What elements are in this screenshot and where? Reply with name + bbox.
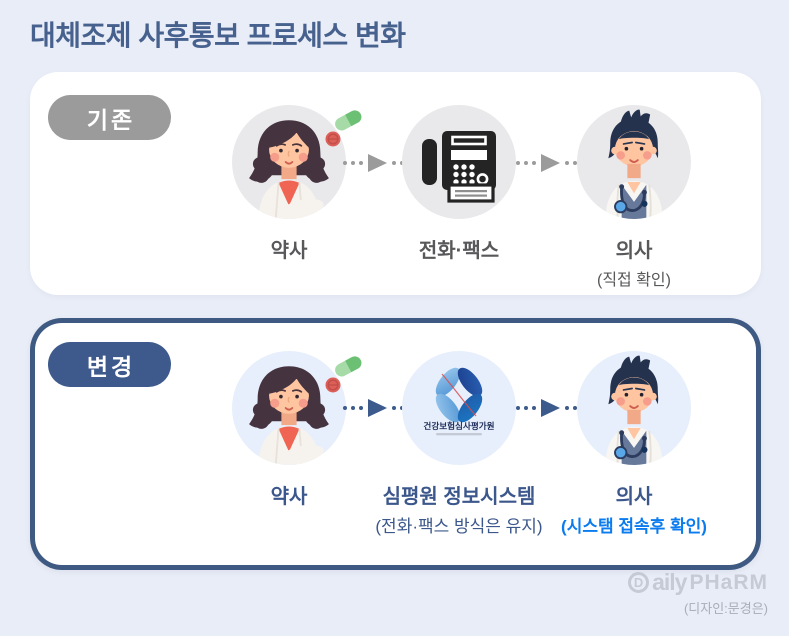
footer-brand: D aily PHaRM (디자인:문경은) xyxy=(628,569,768,617)
page-title: 대체조제 사후통보 프로세스 변화 xyxy=(30,20,406,51)
hira-logo: 건강보험심사평가원 xyxy=(402,351,516,465)
pharmacist-avatar xyxy=(232,105,346,219)
dailypharm-logo-text-1: aily xyxy=(652,569,687,595)
dailypharm-logo-text-2: PHaRM xyxy=(689,570,768,594)
panel-new-process: 변경 약사 건강보험심사평가원 xyxy=(30,318,761,570)
step-sublabel: (직접 확인) xyxy=(597,272,671,289)
doctor-avatar-icon xyxy=(604,108,664,219)
hira-caption: 건강보험심사평가원 xyxy=(423,420,494,431)
step-sublabel: (시스탬 접속후 확인) xyxy=(561,517,707,536)
badge-new: 변경 xyxy=(48,342,171,387)
dailypharm-logo-mark-icon: D xyxy=(628,572,650,593)
pharmacist-avatar xyxy=(232,351,346,465)
panel-old-process: 기존 약사 전화·팩스 의사 (직접 확인) xyxy=(30,72,761,295)
step-doctor-old: 의사 (직접 확인) xyxy=(534,105,734,290)
step-sublabel: (전화·팩스 방식은 유지) xyxy=(375,517,543,536)
designer-credit: (디자인:문경은) xyxy=(683,601,768,616)
hira-microtext-line xyxy=(436,433,482,436)
doctor-avatar xyxy=(577,105,691,219)
badge-old: 기존 xyxy=(48,95,171,140)
doctor-avatar-icon xyxy=(604,354,664,465)
step-label: 의사 xyxy=(615,240,653,262)
doctor-avatar xyxy=(577,351,691,465)
step-label: 의사 xyxy=(615,486,653,508)
step-label: 약사 xyxy=(270,486,308,508)
step-phone-fax: 전화·팩스 xyxy=(359,105,559,263)
step-label: 심평원 정보시스템 xyxy=(382,486,536,508)
hira-logo-icon: 건강보험심사평가원 xyxy=(423,367,495,436)
step-doctor-new: 의사 (시스탬 접속후 확인) xyxy=(534,351,734,537)
dailypharm-logo: D aily PHaRM xyxy=(628,569,768,596)
step-hira-system: 건강보험심사평가원 심평원 정보시스템 (전화·팩스 방식은 유지) xyxy=(359,351,559,537)
step-label: 전화·팩스 xyxy=(418,240,500,262)
step-label: 약사 xyxy=(270,240,308,262)
fax-circle xyxy=(402,105,516,219)
fax-machine-icon xyxy=(420,129,498,203)
step-pharmacist-new: 약사 xyxy=(189,351,389,509)
step-pharmacist-old: 약사 xyxy=(189,105,389,263)
